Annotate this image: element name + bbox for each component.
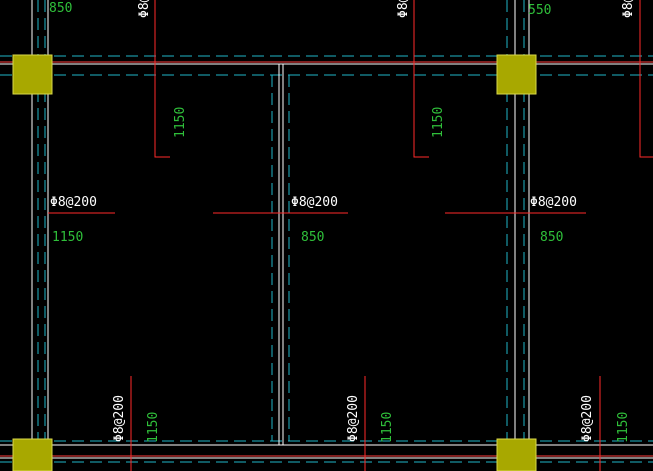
- column-bottom-right[interactable]: [496, 438, 537, 471]
- columns: [12, 54, 537, 471]
- top-spec-3: Φ8@: [621, 0, 636, 18]
- bot-spec-2: Φ8@200: [346, 395, 361, 442]
- bottom-rebars: [130, 376, 601, 471]
- bot-spec-3: Φ8@200: [580, 395, 595, 442]
- top-spec-2: Φ8@: [396, 0, 411, 18]
- rebar-top-2[interactable]: [413, 0, 429, 158]
- bot-len-1: 1150: [146, 412, 161, 443]
- top-len-1: 1150: [173, 107, 188, 138]
- mid-spec-2: Φ8@200: [291, 195, 338, 210]
- mid-len-3: 850: [540, 230, 563, 245]
- horizontal-beam-lines: [0, 55, 653, 463]
- middle-annotations: Φ8@200 Φ8@200 Φ8@200 1150 850 850: [50, 195, 577, 245]
- mid-spec-1: Φ8@200: [50, 195, 97, 210]
- top-dim-right: 550: [528, 3, 551, 18]
- top-spec-1: Φ8@: [137, 0, 152, 18]
- rebar-top-1[interactable]: [154, 0, 170, 158]
- column-bottom-left[interactable]: [12, 438, 53, 471]
- top-len-2: 1150: [431, 107, 446, 138]
- column-top-right[interactable]: [496, 54, 537, 95]
- rebar-top-3[interactable]: [639, 0, 653, 158]
- bot-len-3: 1150: [616, 412, 631, 443]
- bot-spec-1: Φ8@200: [112, 395, 127, 442]
- top-dim-left: 850: [49, 1, 72, 16]
- mid-spec-3: Φ8@200: [530, 195, 577, 210]
- column-top-left[interactable]: [12, 54, 53, 95]
- top-annotations: 850 550 Φ8@ Φ8@ Φ8@ 1150 1150: [49, 0, 636, 138]
- top-rebars: [154, 0, 653, 158]
- mid-len-1: 1150: [52, 230, 83, 245]
- mid-len-2: 850: [301, 230, 324, 245]
- vertical-beam-lines: [31, 0, 530, 471]
- bottom-annotations: Φ8@200 Φ8@200 Φ8@200 1150 1150 1150: [112, 395, 631, 443]
- bot-len-2: 1150: [380, 412, 395, 443]
